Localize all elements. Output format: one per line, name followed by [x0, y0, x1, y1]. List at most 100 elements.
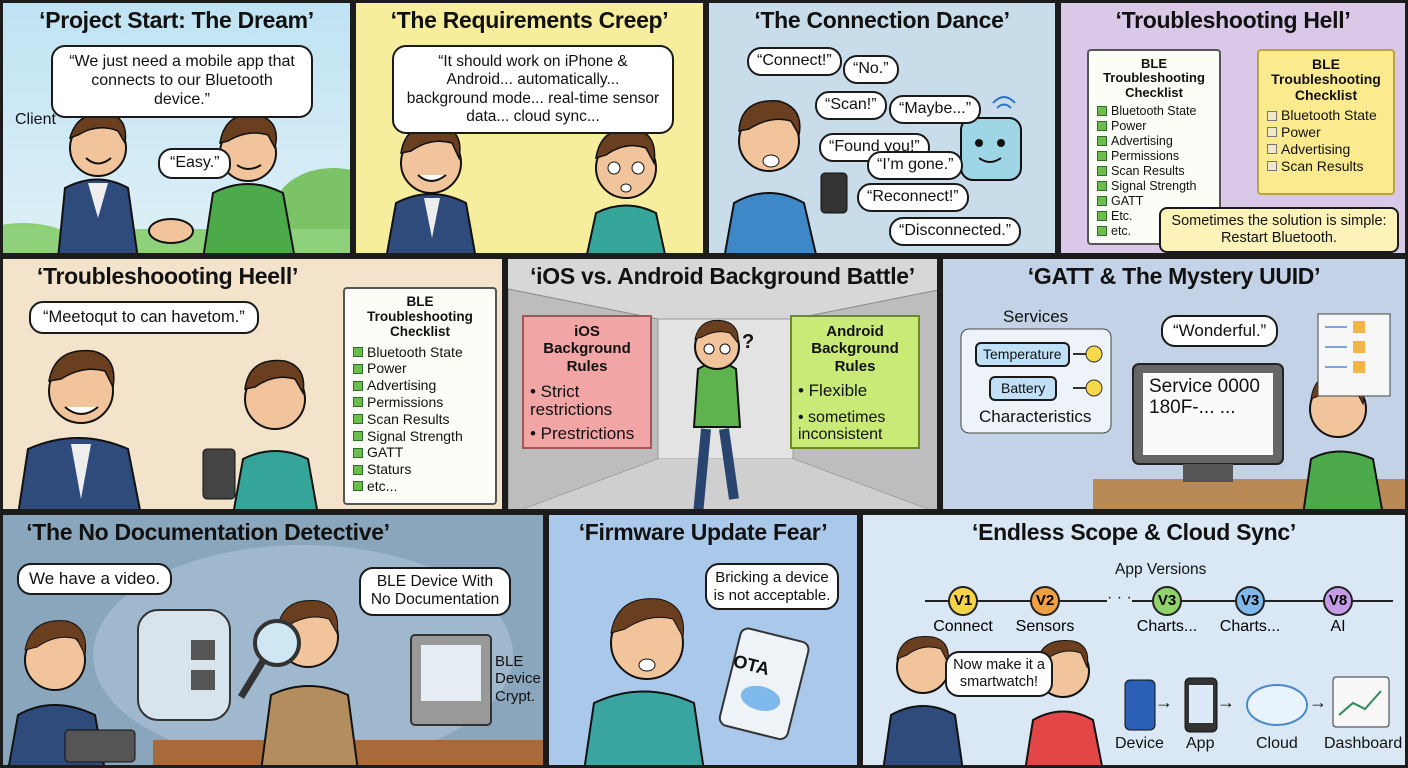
panel-title: ‘Endless Scope & Cloud Sync’: [972, 519, 1296, 545]
svg-text:→: →: [1217, 692, 1235, 712]
checklist-item: Signal Strength: [353, 428, 487, 445]
checkbox-icon: [1267, 127, 1277, 138]
check-icon: [353, 363, 363, 374]
flow-device-label: Device: [1115, 735, 1164, 752]
checklist-title: BLE Troubleshooting Checklist: [1103, 56, 1205, 100]
speech-bubble-reconnect: “Reconnect!”: [857, 183, 969, 212]
checklist-item: Scan Results: [1097, 164, 1211, 179]
svg-text:→: →: [1309, 692, 1327, 712]
checklist-item: GATT: [353, 444, 487, 461]
speech-bubble-requirements: “It should work on iPhone & Android... a…: [392, 45, 674, 135]
app-versions-label: App Versions: [1115, 561, 1207, 578]
speech-bubble-no: “No.”: [843, 55, 899, 84]
panel-title: ‘The Connection Dance’: [754, 7, 1010, 33]
panel1-art: [3, 113, 350, 253]
checklist-item: Staturs: [353, 461, 487, 478]
version-label: Charts...: [1136, 618, 1198, 635]
version-node: V3: [1235, 586, 1265, 616]
panel-ios-vs-android: ‘iOS vs. Android Background Battle’ ? iO…: [505, 256, 940, 512]
checklist-title: BLE Troubleshooting Checklist: [367, 294, 473, 339]
panel-no-docs-detective: ‘The No Documentation Detective’ We have…: [0, 512, 546, 768]
checklist-item: etc.: [1097, 224, 1211, 239]
flow-app-label: App: [1186, 735, 1215, 752]
check-icon: [353, 447, 363, 458]
tip-box: Sometimes the solution is simple: Restar…: [1159, 207, 1399, 253]
check-icon: [1097, 211, 1107, 222]
checklist-item: GATT: [1097, 194, 1211, 209]
monitor-screen: Service 0000180F-... ...: [1143, 373, 1273, 455]
check-icon: [1097, 196, 1107, 207]
panel-title: ‘The Requirements Creep’: [390, 7, 669, 33]
panel-endless-scope: → → → ‘Endless Scope & Cloud Sync’ App V…: [860, 512, 1408, 768]
panel-title: ‘The No Documentation Detective’: [26, 519, 390, 545]
version-node: V3: [1152, 586, 1182, 616]
svg-text:→: →: [1155, 692, 1173, 712]
note-item: Bluetooth State: [1267, 107, 1385, 124]
check-icon: [353, 430, 363, 441]
services-label: Services: [1003, 307, 1069, 326]
panel-project-start: ‘Project Start: The Dream’ “We just need…: [0, 0, 353, 256]
speech-bubble-disconnected: “Disconnected.”: [889, 217, 1022, 246]
check-icon: [353, 481, 363, 492]
speech-bubble-wonderful: “Wonderful.”: [1161, 315, 1279, 348]
panel2-art: [386, 123, 666, 253]
speech-bubble-dev: “Easy.”: [158, 148, 232, 179]
checklist-scroll: BLE Troubleshooting Checklist Bluetooth …: [343, 287, 497, 505]
speech-bubble-bricking: Bricking a device is not acceptable.: [705, 563, 839, 611]
checkbox-icon: [1267, 110, 1277, 121]
panel-firmware-fear: ‘Firmware Update Fear’ Bricking a device…: [546, 512, 860, 768]
panel3-art: [724, 96, 1022, 253]
checklist-item: Advertising: [1097, 134, 1211, 149]
panel-connection-dance: ‘The Connection Dance’ “Connect!” “No.” …: [706, 0, 1058, 256]
ios-rule: • Strict restrictions: [530, 381, 613, 420]
checkbox-icon: [1267, 144, 1277, 155]
version-label: Connect: [933, 618, 993, 635]
check-icon: [353, 464, 363, 475]
speech-bubble-connect: “Connect!”: [747, 47, 842, 76]
checklist-item: Signal Strength: [1097, 179, 1211, 194]
check-icon: [1097, 166, 1107, 177]
note-item: Scan Results: [1267, 158, 1385, 175]
version-label: Sensors: [1015, 618, 1075, 635]
ios-rules-card: iOS Background Rules • Strict restrictio…: [522, 315, 652, 449]
android-rules-title: Android Background Rules: [811, 323, 899, 375]
panel10-art: → → →: [882, 600, 1393, 765]
speech-bubble-scan: “Scan!”: [815, 91, 887, 120]
panel-title: ‘Troubleshoooting Heell’: [36, 263, 299, 289]
service-chip-battery: Battery: [989, 376, 1058, 401]
checklist-item: Power: [1097, 119, 1211, 134]
check-icon: [353, 397, 363, 408]
speech-bubble-maybe: “Maybe...”: [889, 95, 982, 124]
android-rule: • sometimes inconsistent: [798, 408, 886, 444]
ios-rule: • Prestrictions: [530, 424, 635, 444]
panel-title: ‘iOS vs. Android Background Battle’: [530, 263, 915, 289]
characteristics-label: Characteristics: [979, 407, 1092, 426]
speech-bubble-client: “We just need a mobile app that connects…: [51, 45, 313, 118]
panel5-art: [17, 349, 318, 509]
ble-device-label: BLE Device Crypt.: [495, 653, 541, 705]
checklist-item: Bluetooth State: [1097, 104, 1211, 119]
checklist-item: Etc.: [1097, 209, 1211, 224]
version-label: AI: [1330, 618, 1346, 635]
panel-title: ‘GATT & The Mystery UUID’: [1027, 263, 1321, 289]
client-label: Client: [15, 111, 56, 128]
panel9-art: [583, 598, 810, 765]
speech-bubble-video: We have a video.: [17, 563, 173, 596]
service-chip-temperature: Temperature: [975, 342, 1070, 367]
flow-cloud-label: Cloud: [1256, 735, 1298, 752]
version-label: Charts...: [1219, 618, 1281, 635]
panel-title: ‘Troubleshooting Hell’: [1115, 7, 1351, 33]
flow-dashboard-label: Dashboard: [1324, 735, 1403, 752]
checkbox-icon: [1267, 160, 1277, 171]
speech-bubble-no-docs: BLE Device With No Documentation: [359, 567, 511, 616]
checklist-item: Permissions: [1097, 149, 1211, 164]
check-icon: [1097, 151, 1107, 162]
checklist-item: Advertising: [353, 377, 487, 394]
panel-requirements-creep: ‘The Requirements Creep’ “It should work…: [353, 0, 706, 256]
speech-bubble-garbled: “Meetoqut to can havetom.”: [29, 301, 259, 335]
checklist-clipboard: BLE Troubleshooting Checklist Bluetooth …: [1087, 49, 1221, 245]
checklist-item: Power: [353, 360, 487, 377]
note-item: Power: [1267, 124, 1385, 141]
version-node: V2: [1030, 586, 1060, 616]
